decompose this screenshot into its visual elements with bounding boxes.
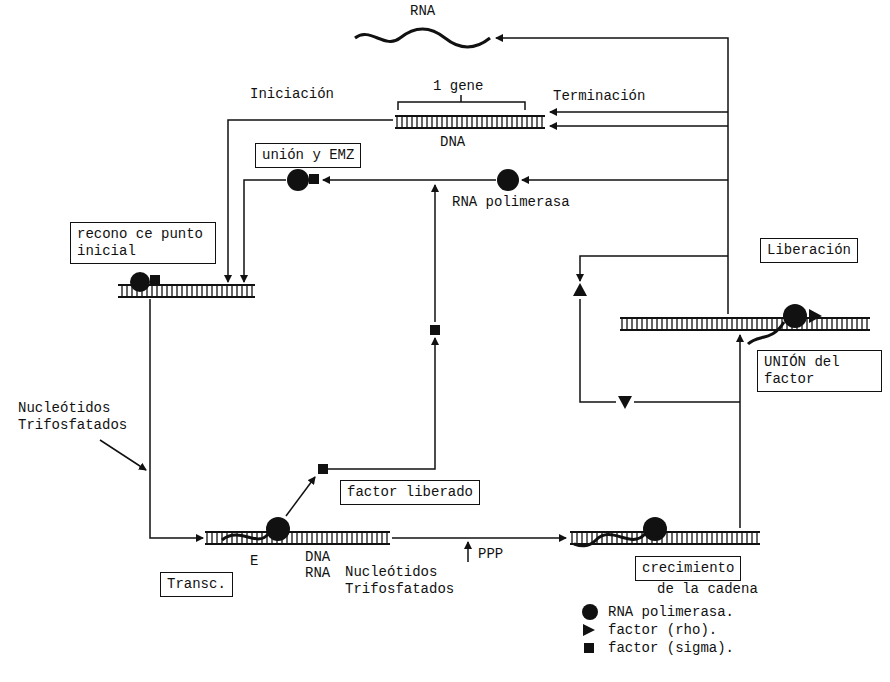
- step-label: unión y EMZ: [262, 147, 354, 164]
- rho-factor: [618, 396, 632, 409]
- flow-arrow: [328, 338, 435, 469]
- dna-backbone: [620, 317, 870, 319]
- flow-arrow: [100, 440, 146, 470]
- legend-text: factor (rho).: [608, 622, 717, 639]
- rho-factor: [809, 309, 822, 323]
- flow-arrow: [739, 335, 741, 528]
- annotation-label: Nucleótidos Trifosfatados: [18, 400, 138, 434]
- flow-arrow: [228, 120, 393, 282]
- flow-arrow: [496, 38, 728, 314]
- dna-backbone: [395, 115, 545, 117]
- flow-arrow: [580, 256, 728, 281]
- legend-text: RNA polimerasa.: [608, 604, 734, 621]
- dna-backbone: [205, 543, 390, 545]
- flow-arrow: [522, 179, 728, 181]
- sigma-factor: [150, 275, 160, 285]
- flow-arrow: [150, 299, 203, 538]
- process-box: UNIÓN del factor: [757, 350, 882, 392]
- process-box: unión y EMZ: [255, 143, 361, 168]
- dna-backbone: [620, 329, 870, 331]
- legend-sample: [582, 604, 598, 620]
- gene-bracket: [398, 95, 525, 110]
- sigma-factor: [309, 174, 319, 184]
- rna-polymerase: [287, 169, 309, 191]
- flow-arrow: [550, 125, 728, 127]
- step-label: crecimiento: [635, 556, 741, 581]
- flow-arrow: [434, 185, 436, 322]
- flow-arrow: [392, 537, 566, 539]
- dna-backbone: [395, 127, 545, 129]
- step-label: Transc.: [167, 576, 226, 593]
- rna-strand: [574, 534, 645, 546]
- annotation-label: Terminación: [553, 88, 645, 105]
- legend-sample: [584, 643, 594, 653]
- rna-polymerase: [266, 517, 290, 541]
- rna-strand: [222, 534, 268, 540]
- dna-backbone: [570, 543, 760, 545]
- rna-polymerase: [783, 304, 807, 328]
- process-box: factor liberado: [340, 480, 480, 505]
- flow-line: [580, 299, 616, 402]
- process-box: recono ce punto inicial: [70, 222, 216, 264]
- annotation-label: RNA: [305, 565, 330, 582]
- flow-arrow: [244, 180, 286, 282]
- sigma-factor: [430, 325, 440, 335]
- annotation-label: Nucleótidos Trifosfatados: [345, 564, 465, 598]
- dna-strand: [620, 318, 870, 330]
- dna-strand: [395, 116, 545, 128]
- annotation-label: RNA polimerasa: [452, 194, 570, 211]
- rna-polymerase: [643, 517, 667, 541]
- step-label: UNIÓN del factor: [764, 354, 875, 388]
- annotation-label: PPP: [478, 546, 503, 563]
- dna-strand: [205, 532, 390, 544]
- process-box: Transc.: [160, 572, 233, 597]
- dna-rungs: [620, 318, 870, 330]
- rho-factor: [573, 283, 587, 296]
- dna-backbone: [118, 296, 255, 298]
- rna-strand: [748, 322, 784, 344]
- sigma-factor: [318, 464, 328, 474]
- annotation-label: DNA: [440, 134, 465, 151]
- step-label: recono ce punto inicial: [77, 226, 209, 260]
- flow-arrow: [286, 477, 315, 516]
- rna-polymerase: [130, 272, 150, 292]
- rna-strand: [355, 29, 490, 47]
- flow-arrow: [467, 542, 469, 562]
- process-box: Liberación: [760, 238, 858, 263]
- step-label: factor liberado: [347, 484, 473, 501]
- flow-arrow: [323, 179, 496, 181]
- annotation-label: RNA: [410, 3, 435, 20]
- flow-line: [634, 401, 740, 403]
- dna-rungs: [205, 532, 390, 544]
- legend-sample: [583, 624, 595, 636]
- rna-polymerase: [497, 169, 519, 191]
- process-box: crecimientode la cadena: [635, 556, 758, 598]
- annotation-label: E: [250, 553, 258, 570]
- flow-arrow: [550, 111, 728, 113]
- annotation-label: Iniciación: [250, 86, 334, 103]
- dna-rungs: [395, 116, 545, 128]
- annotation-label: 1 gene: [433, 78, 483, 95]
- step-label: Liberación: [767, 242, 851, 259]
- dna-backbone: [205, 531, 390, 533]
- annotation-label: DNA: [305, 549, 330, 566]
- legend-text: factor (sigma).: [608, 640, 734, 657]
- step-sublabel: de la cadena: [657, 581, 758, 598]
